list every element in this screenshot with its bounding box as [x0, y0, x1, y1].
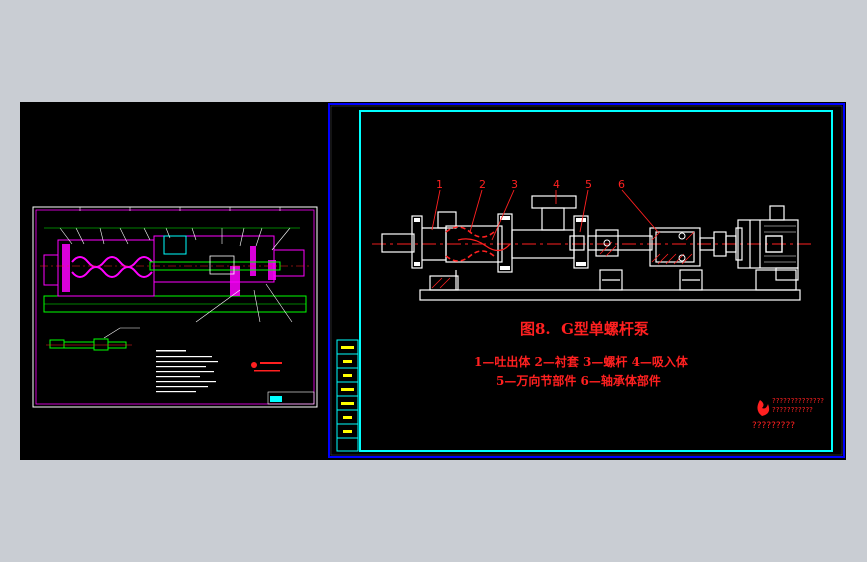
company-logo: ?????????????? ??????????? ?????????	[752, 397, 824, 431]
callout-5: 5	[585, 178, 592, 191]
callout-6: 6	[618, 178, 625, 191]
logo-line-3: ?????????	[752, 421, 795, 431]
left-sheet[interactable]	[32, 206, 318, 408]
callout-3: 3	[511, 178, 518, 191]
callout-numbers: 1 2 3 4 5 6	[436, 178, 625, 191]
callout-leaders	[431, 189, 659, 241]
main-sheet[interactable]	[328, 103, 845, 458]
title-strip	[336, 339, 359, 452]
callout-2: 2	[479, 178, 486, 191]
cad-canvas[interactable]	[20, 102, 846, 460]
callout-4: 4	[553, 178, 560, 191]
legend-line-1: 1—吐出体 2—衬套 3—螺杆 4—吸入体	[474, 354, 689, 369]
callout-1: 1	[436, 178, 443, 191]
pump-drawing	[372, 195, 814, 301]
logo-line-2: ???????????	[772, 406, 813, 414]
small-pump-view	[46, 327, 140, 351]
logo-line-1: ??????????????	[772, 397, 824, 405]
drawing-title: 图8. G型单螺杆泵	[520, 320, 649, 338]
pump-details	[414, 216, 796, 289]
technical-notes	[156, 350, 218, 393]
legend-line-2: 5—万向节部件 6—轴承体部件	[496, 373, 661, 388]
